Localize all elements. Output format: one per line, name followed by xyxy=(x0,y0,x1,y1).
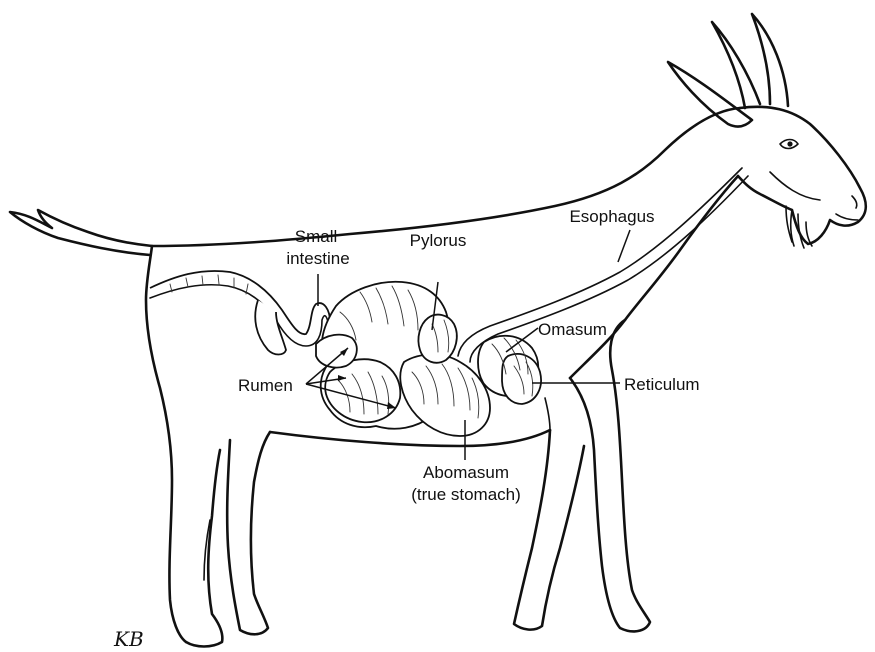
stomach-organs xyxy=(316,282,541,436)
label-pylorus: Pylorus xyxy=(410,231,467,250)
belly xyxy=(270,430,550,446)
beard xyxy=(786,206,812,248)
artist-signature: KB xyxy=(113,627,144,651)
hind-leg-inner xyxy=(227,432,270,634)
hind-leg-outer xyxy=(186,450,222,647)
label-esophagus: Esophagus xyxy=(569,207,654,226)
label-small-intestine-line2: intestine xyxy=(286,249,349,268)
label-reticulum: Reticulum xyxy=(624,375,700,394)
label-rumen: Rumen xyxy=(238,376,293,395)
front-leg-back xyxy=(514,430,584,630)
rumen-sac-upper xyxy=(316,335,357,368)
rump xyxy=(146,246,186,642)
label-abomasum-line2: (true stomach) xyxy=(411,485,521,504)
leader-esophagus xyxy=(618,230,630,262)
elbow-line xyxy=(545,398,550,430)
nostril xyxy=(852,196,857,208)
head xyxy=(738,107,866,244)
mouth xyxy=(836,214,858,220)
cheek-line xyxy=(770,172,820,200)
pylorus xyxy=(418,315,456,363)
pupil xyxy=(787,141,792,146)
horn-front xyxy=(752,14,788,106)
label-omasum: Omasum xyxy=(538,320,607,339)
label-abomasum-line1: Abomasum xyxy=(423,463,509,482)
label-small-intestine-line1: Small xyxy=(295,227,338,246)
tail xyxy=(10,210,152,255)
labels: Small intestine Pylorus Esophagus Omasum… xyxy=(238,207,700,504)
